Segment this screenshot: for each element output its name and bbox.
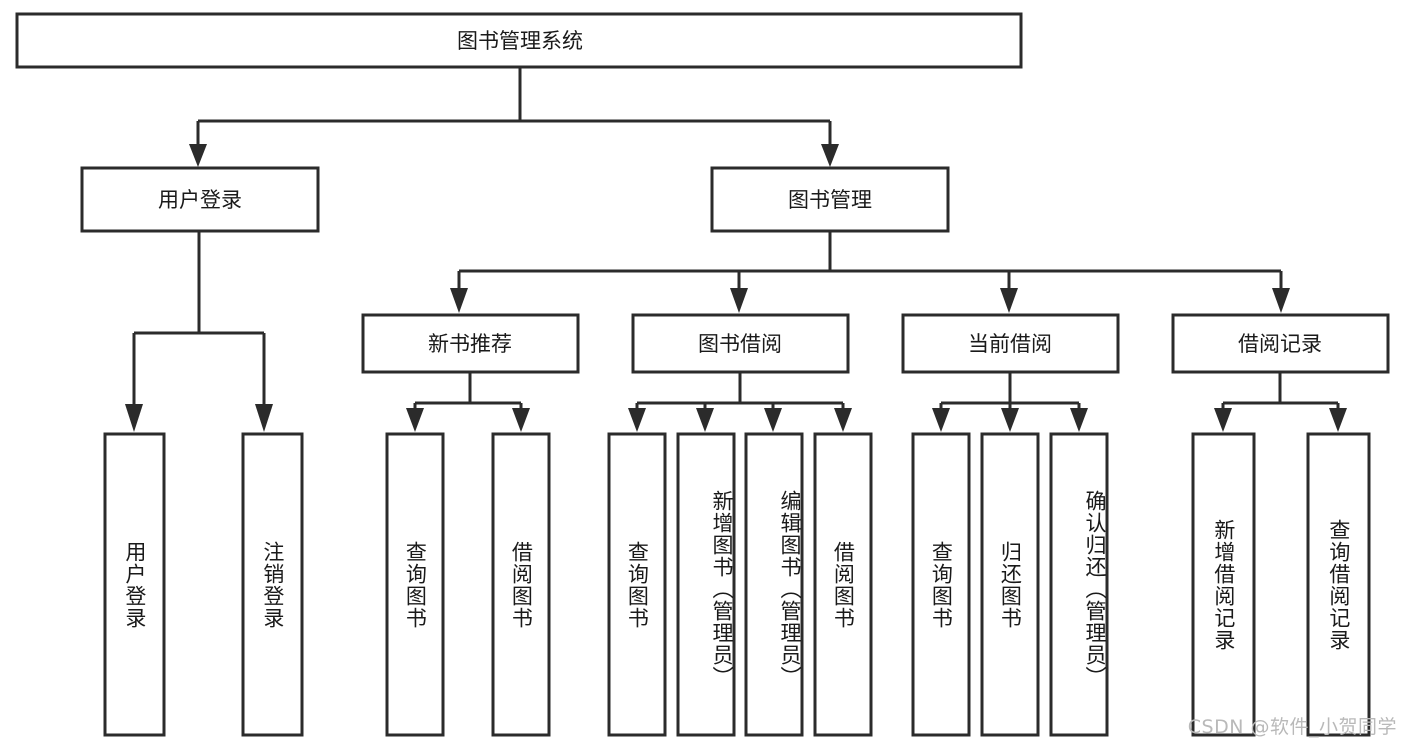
connector-group-user-login — [125, 232, 273, 432]
node-box-leaf-current-borrow-1[interactable] — [911, 432, 971, 737]
node-box-current-borrow[interactable] — [901, 313, 1120, 374]
node-box-user-login[interactable] — [80, 166, 320, 233]
node-box-new-books[interactable] — [361, 313, 580, 374]
arrow-head-leaf-book-borrow-4 — [834, 408, 852, 432]
node-box-leaf-user-login-2[interactable] — [241, 432, 304, 737]
connector-group-book-borrow — [628, 373, 852, 432]
arrow-head-leaf-user-login-2 — [255, 404, 273, 432]
node-box-leaf-book-borrow-2[interactable] — [676, 432, 736, 737]
arrow-head-book-borrow — [730, 288, 748, 313]
arrow-head-user-login — [189, 144, 207, 167]
connector-group-borrow-records — [1214, 373, 1347, 432]
node-label-book-mgmt: 图书管理 — [788, 188, 872, 212]
node-label-book-borrow: 图书借阅 — [698, 332, 782, 356]
arrow-head-leaf-borrow-records-2 — [1329, 408, 1347, 432]
node-box-leaf-borrow-records-1[interactable] — [1191, 432, 1256, 737]
node-box-leaf-user-login-1[interactable] — [103, 432, 166, 737]
connector-group-current-borrow — [932, 373, 1088, 432]
node-label-current-borrow: 当前借阅 — [968, 332, 1052, 356]
node-box-leaf-book-borrow-1[interactable] — [607, 432, 667, 737]
arrow-head-current-borrow — [1000, 288, 1018, 313]
node-label-borrow-records: 借阅记录 — [1238, 332, 1322, 356]
connector-group-book-mgmt — [450, 232, 1290, 313]
node-box-root[interactable] — [15, 12, 1023, 69]
arrow-head-leaf-new-books-1 — [406, 408, 424, 432]
node-box-leaf-book-borrow-4[interactable] — [813, 432, 873, 737]
node-box-leaf-borrow-records-2[interactable] — [1306, 432, 1371, 737]
arrow-head-borrow-records — [1272, 288, 1290, 313]
connector-group-root — [189, 67, 839, 167]
node-box-leaf-new-books-1[interactable] — [385, 432, 445, 737]
node-label-user-login: 用户登录 — [158, 188, 242, 212]
arrow-head-book-mgmt — [821, 144, 839, 167]
arrow-head-leaf-current-borrow-3 — [1070, 408, 1088, 432]
arrow-head-leaf-book-borrow-3 — [764, 408, 782, 432]
arrow-head-leaf-book-borrow-1 — [628, 408, 646, 432]
connector-group-new-books — [406, 373, 530, 432]
arrow-head-leaf-user-login-1 — [125, 404, 143, 432]
arrow-head-leaf-borrow-records-1 — [1214, 408, 1232, 432]
node-box-leaf-book-borrow-3[interactable] — [744, 432, 804, 737]
node-box-borrow-records[interactable] — [1171, 313, 1390, 374]
node-box-book-borrow[interactable] — [631, 313, 850, 374]
arrow-head-leaf-book-borrow-2 — [696, 408, 714, 432]
node-label-root: 图书管理系统 — [457, 29, 583, 53]
node-box-leaf-current-borrow-2[interactable] — [980, 432, 1040, 737]
csdn-watermark: CSDN @软件_小贺同学 — [1187, 716, 1397, 738]
arrow-head-leaf-new-books-2 — [512, 408, 530, 432]
node-box-leaf-new-books-2[interactable] — [491, 432, 551, 737]
arrow-head-new-books — [450, 288, 468, 313]
arrow-head-leaf-current-borrow-1 — [932, 408, 950, 432]
node-label-new-books: 新书推荐 — [428, 332, 512, 356]
node-box-book-mgmt[interactable] — [710, 166, 950, 233]
node-box-leaf-current-borrow-3[interactable] — [1049, 432, 1109, 737]
arrow-head-leaf-current-borrow-2 — [1001, 408, 1019, 432]
